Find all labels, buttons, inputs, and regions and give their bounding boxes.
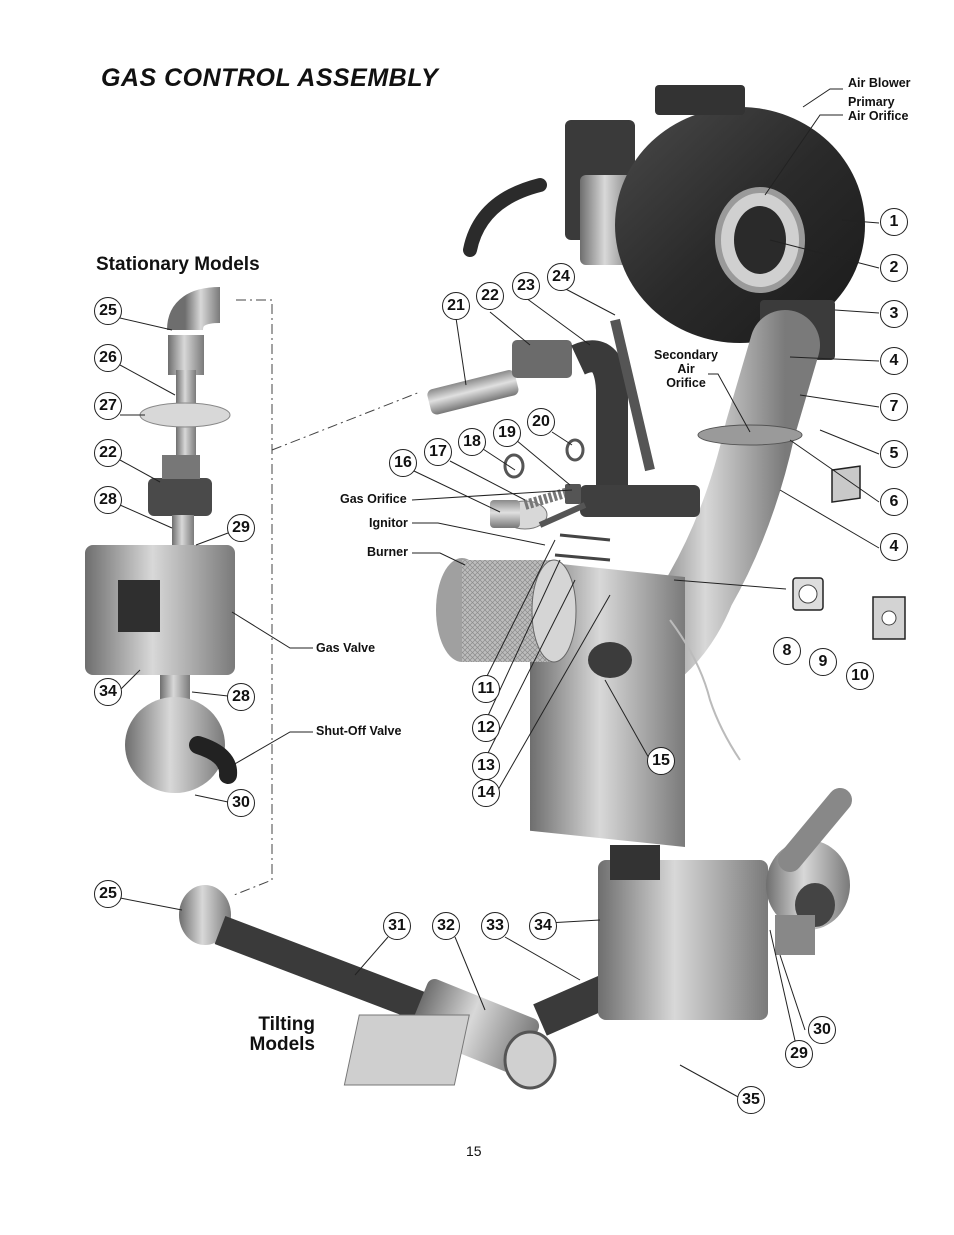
callout-34: 34	[529, 912, 557, 940]
burner-photo	[436, 500, 741, 847]
label-air-blower: Air Blower	[848, 76, 911, 90]
callout-32: 32	[432, 912, 460, 940]
section-stationary-models: Stationary Models	[96, 254, 260, 275]
label-shut-off-valve: Shut-Off Valve	[316, 724, 402, 738]
callout-1: 1	[880, 208, 908, 236]
callout-13: 13	[472, 752, 500, 780]
page-title: GAS CONTROL ASSEMBLY	[101, 64, 439, 92]
callout-5: 5	[880, 440, 908, 468]
callout-31: 31	[383, 912, 411, 940]
dash-dot-lines	[233, 299, 421, 896]
label-primary-line2: Air Orifice	[848, 109, 909, 123]
callout-16: 16	[389, 449, 417, 477]
callout-27: 27	[94, 392, 122, 420]
gaskets-photo	[490, 438, 906, 640]
section-tilting-line1: Tilting	[258, 1014, 315, 1035]
callout-24: 24	[547, 263, 575, 291]
callout-28: 28	[94, 486, 122, 514]
callout-21: 21	[442, 292, 470, 320]
stationary-assembly-photo	[85, 287, 238, 793]
callout-7: 7	[880, 393, 908, 421]
callout-19: 19	[493, 419, 521, 447]
callout-18: 18	[458, 428, 486, 456]
callout-33: 33	[481, 912, 509, 940]
gas-supply-pipe-photo	[427, 318, 700, 517]
label-secondary-line3: Orifice	[666, 376, 706, 390]
callout-35: 35	[737, 1086, 765, 1114]
label-secondary-line1: Secondary	[654, 348, 718, 362]
page-number: 15	[466, 1143, 482, 1159]
callout-29: 29	[227, 514, 255, 542]
callout-30: 30	[808, 1016, 836, 1044]
callout-10: 10	[846, 662, 874, 690]
callout-22: 22	[476, 282, 504, 310]
section-tilting-line2: Models	[249, 1034, 315, 1055]
callout-3: 3	[880, 300, 908, 328]
callout-30: 30	[227, 789, 255, 817]
callout-8: 8	[773, 637, 801, 665]
callout-25: 25	[94, 297, 122, 325]
label-burner: Burner	[367, 545, 408, 559]
label-primary-air-orifice: Primary Air Orifice	[848, 95, 908, 123]
callout-20: 20	[527, 408, 555, 436]
label-secondary-line2: Air	[677, 362, 695, 376]
callout-4: 4	[880, 347, 908, 375]
callout-6: 6	[880, 488, 908, 516]
callout-34: 34	[94, 678, 122, 706]
callout-22: 22	[94, 439, 122, 467]
callout-12: 12	[472, 714, 500, 742]
callout-4: 4	[880, 533, 908, 561]
tilting-assembly-photo	[179, 788, 852, 1090]
callout-9: 9	[809, 648, 837, 676]
label-primary-line1: Primary	[848, 95, 895, 109]
callout-17: 17	[424, 438, 452, 466]
section-tilting-models: Tilting Models	[243, 1015, 315, 1055]
callout-11: 11	[472, 675, 500, 703]
callout-25: 25	[94, 880, 122, 908]
callout-14: 14	[472, 779, 500, 807]
label-gas-valve: Gas Valve	[316, 641, 376, 655]
label-secondary-air-orifice: Secondary Air Orifice	[648, 348, 724, 390]
callout-28: 28	[227, 683, 255, 711]
callout-23: 23	[512, 272, 540, 300]
callout-26: 26	[94, 344, 122, 372]
callout-29: 29	[785, 1040, 813, 1068]
callout-15: 15	[647, 747, 675, 775]
callout-2: 2	[880, 254, 908, 282]
label-ignitor: Ignitor	[369, 516, 408, 530]
label-gas-orifice: Gas Orifice	[340, 492, 407, 506]
